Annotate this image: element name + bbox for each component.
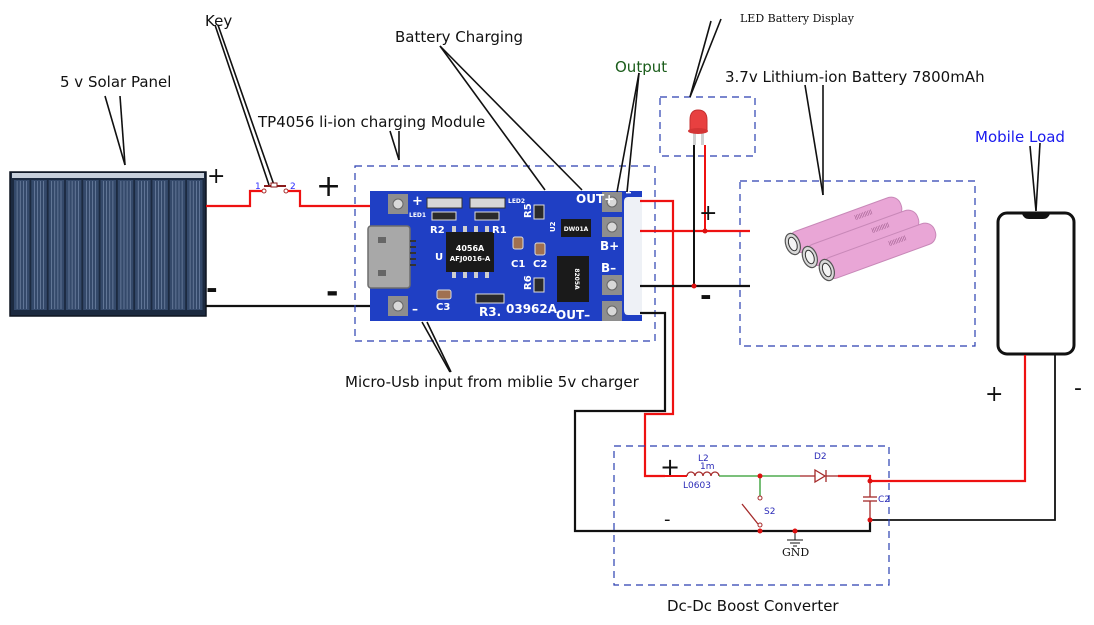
solar-cell xyxy=(48,180,65,310)
battery-minus-sign: - xyxy=(700,279,712,312)
solar-cell xyxy=(169,180,186,310)
switch-pin-2: 2 xyxy=(290,182,296,192)
mobile-phone xyxy=(996,211,1076,356)
load-negative-wire xyxy=(870,355,1056,521)
led1 xyxy=(426,197,463,209)
boost-converter-label: Dc-Dc Boost Converter xyxy=(667,597,839,615)
solar-cell xyxy=(31,180,47,310)
solar-cell xyxy=(14,180,30,310)
pcb-r2: R2 xyxy=(430,225,445,236)
battery-label: 3.7v Lithium-ion Battery 7800mAh xyxy=(725,68,985,86)
solar-cell xyxy=(83,180,99,310)
led2 xyxy=(469,197,506,209)
pcb-b-minus: B– xyxy=(601,261,616,275)
micro-usb-port[interactable] xyxy=(367,225,411,289)
key-leader xyxy=(214,24,275,186)
ic-marking-1: 4056A xyxy=(456,244,485,253)
battery-cells: ||||||||||||||||||||||||||||||||| xyxy=(784,196,937,282)
boost-converter-boundary xyxy=(613,445,890,586)
boost-schematic xyxy=(665,468,877,547)
led-display-label: LED Battery Display xyxy=(740,12,855,25)
solar-cell xyxy=(117,180,134,310)
tp4056-label: TP4056 li-ion charging Module xyxy=(257,113,485,131)
solar-cell xyxy=(135,180,151,310)
pcb-led2: LED2 xyxy=(508,198,525,205)
solar-panel xyxy=(9,171,207,317)
led-display-leader xyxy=(689,18,722,98)
mobile-load-label: Mobile Load xyxy=(975,128,1065,146)
tp4056-board: 4056A AFJ0016-A DW01A 8205A + LED1 LED2 … xyxy=(367,188,642,322)
battery-cell: ||||||||||| xyxy=(784,196,903,256)
key-switch[interactable]: 1 2 xyxy=(255,182,296,194)
pcb-led1: LED1 xyxy=(409,212,426,219)
pcb-u: U xyxy=(435,252,443,263)
battery-charging-leader xyxy=(439,45,583,191)
pcb-c1: C1 xyxy=(511,259,525,270)
solar-panel-leader xyxy=(104,95,126,166)
solar-plus-sign: + xyxy=(207,164,225,189)
output-leader xyxy=(616,72,640,193)
pcb-plus: + xyxy=(412,194,423,209)
pcb-u2: U2 xyxy=(549,221,557,232)
solar-cell xyxy=(65,180,82,310)
battery-cell: ||||||||||| xyxy=(818,222,937,282)
pcb-c3: C3 xyxy=(436,302,450,313)
pcb-r3: R3. xyxy=(479,305,501,319)
switch-pin-1: 1 xyxy=(255,182,261,192)
pcb-r5: R5 xyxy=(523,203,534,218)
battery-plus-sign: + xyxy=(699,201,717,226)
tp4056-module-boundary xyxy=(354,165,656,342)
solar-positive-wire xyxy=(206,189,262,208)
pcb-r6: R6 xyxy=(523,275,534,290)
pcb-out-plus: OUT+ xyxy=(576,192,614,206)
output-label: Output xyxy=(615,58,667,76)
load-plus-sign: + xyxy=(985,382,1003,407)
load-positive-wire xyxy=(870,355,1027,483)
inductor-package: L0603 xyxy=(683,481,711,491)
load-minus-sign: - xyxy=(1074,376,1082,401)
mosfet-marking: 8205A xyxy=(573,268,580,290)
micro-usb-leader xyxy=(421,321,452,373)
pcb-r1: R1 xyxy=(492,225,507,236)
output-positive-wire xyxy=(640,199,675,478)
boost-minus-sign: - xyxy=(664,509,671,530)
diode-label: D2 xyxy=(814,452,827,462)
pcb-minus: – xyxy=(412,302,418,316)
boost-plus-sign: + xyxy=(660,453,680,481)
battery-charging-label: Battery Charging xyxy=(395,28,523,46)
pcb-k: K xyxy=(625,188,633,194)
output-negative-wire xyxy=(573,311,872,533)
pcb-b-plus: B+ xyxy=(600,239,619,253)
inductor-value: 1m xyxy=(700,462,715,472)
solar-panel-label: 5 v Solar Panel xyxy=(60,73,171,91)
ic-marking-2: AFJ0016-A xyxy=(450,255,491,263)
tp4056-leader xyxy=(389,130,400,161)
key-label: Key xyxy=(205,12,232,30)
pcb-board-code: 03962A xyxy=(506,302,558,316)
input-plus-sign: + xyxy=(316,169,341,204)
led-display-boundary xyxy=(659,96,756,157)
protect-ic-marking: DW01A xyxy=(564,226,589,233)
inductor-name: L2 xyxy=(698,454,709,464)
pcb-c2: C2 xyxy=(533,259,547,270)
switch-to-module-wire xyxy=(288,189,372,208)
tp4056-ic xyxy=(446,232,494,272)
ground-label: GND xyxy=(782,546,809,559)
battery-leader xyxy=(804,84,824,196)
solar-cell xyxy=(152,180,168,310)
solar-cell xyxy=(187,180,203,310)
battery-boundary xyxy=(739,180,976,347)
capacitor-label: C2 xyxy=(878,495,890,505)
switch-s2-label: S2 xyxy=(764,507,775,517)
solar-cell xyxy=(100,180,116,310)
pcb-out-minus: OUT– xyxy=(556,308,590,322)
solar-minus-sign: - xyxy=(206,272,218,305)
mobile-load-leader xyxy=(1029,142,1041,212)
input-minus-sign: - xyxy=(326,275,338,310)
led-indicator xyxy=(688,109,708,145)
micro-usb-label: Micro-Usb input from miblie 5v charger xyxy=(345,373,640,391)
